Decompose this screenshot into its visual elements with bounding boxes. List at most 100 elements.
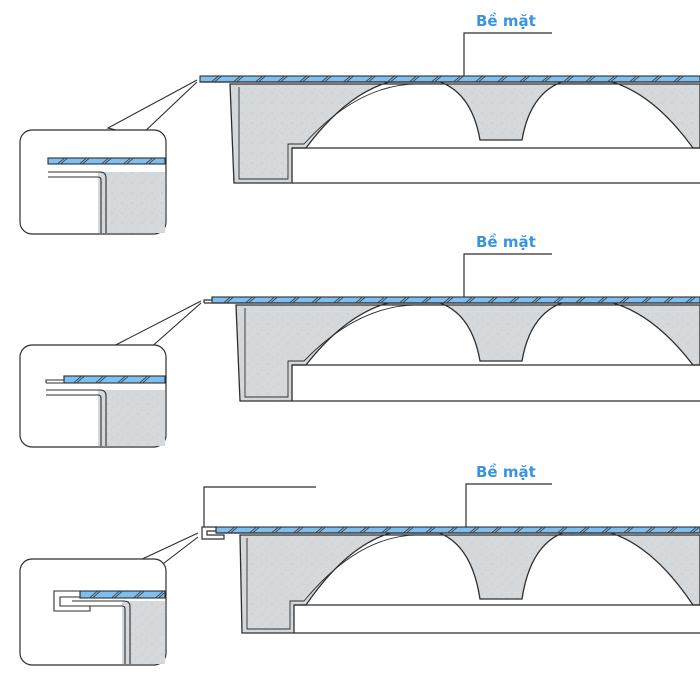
hatch-mark <box>270 297 278 303</box>
hatch-mark <box>578 297 586 303</box>
hatch-mark <box>337 527 345 533</box>
hatch-mark <box>685 297 693 303</box>
hatch-mark <box>541 76 549 82</box>
hatch-mark <box>117 376 126 383</box>
hatch-mark <box>490 297 498 303</box>
hatch-mark <box>676 76 684 82</box>
hatch-mark <box>673 76 681 82</box>
hatch-mark <box>79 158 87 164</box>
hatch-mark <box>500 76 508 82</box>
panel-body <box>229 77 700 184</box>
surface-hatching <box>227 527 700 533</box>
hatch-mark <box>670 527 678 533</box>
hatch-mark <box>139 376 148 383</box>
hatch-mark <box>560 527 568 533</box>
hatch-mark <box>274 527 282 533</box>
hatch-mark <box>434 76 442 82</box>
hatch-mark <box>324 76 332 82</box>
hatch-mark <box>277 76 285 82</box>
hatch-mark <box>333 297 341 303</box>
hatch-mark <box>380 297 388 303</box>
surface-leader-line <box>465 483 552 527</box>
hatch-mark <box>73 376 82 383</box>
hatch-mark <box>519 76 527 82</box>
hatch-mark <box>447 527 455 533</box>
hatch-mark <box>343 76 351 82</box>
hatch-mark <box>563 76 571 82</box>
hatch-mark <box>123 158 131 164</box>
hatch-mark <box>406 527 414 533</box>
hatch-mark <box>538 527 546 533</box>
panel-body <box>239 528 700 634</box>
hatch-mark <box>651 76 659 82</box>
hatch-mark <box>89 591 98 598</box>
hatch-mark <box>424 297 432 303</box>
hatch-mark <box>412 76 420 82</box>
hatch-mark <box>92 591 101 598</box>
hatch-mark <box>475 76 483 82</box>
hatch-mark <box>111 591 120 598</box>
hatch-mark <box>314 297 322 303</box>
hatch-mark <box>227 527 235 533</box>
panel-inner-outline <box>244 304 423 398</box>
hatch-mark <box>280 76 288 82</box>
hatch-mark <box>446 297 454 303</box>
edge-hem <box>201 526 225 540</box>
hatch-mark <box>252 527 260 533</box>
surface-label: Bề mặt <box>476 232 536 251</box>
hatch-mark <box>421 297 429 303</box>
hatch-mark <box>557 527 565 533</box>
hatch-mark <box>522 76 530 82</box>
hatch-mark <box>494 527 502 533</box>
detail-zoom <box>45 375 166 446</box>
panel-inner-outline <box>246 534 423 630</box>
hatch-mark <box>368 76 376 82</box>
surface-layer <box>211 296 700 304</box>
hatch-mark <box>214 76 222 82</box>
hatch-mark <box>692 527 700 533</box>
hatch-mark <box>271 527 279 533</box>
hatch-mark <box>336 297 344 303</box>
surface-leader-line <box>463 253 552 297</box>
hatch-mark <box>95 376 104 383</box>
surface-leader-line <box>463 32 552 76</box>
hatch-mark <box>622 297 630 303</box>
hatch-mark <box>468 297 476 303</box>
hatch-mark <box>632 76 640 82</box>
hatch-mark <box>98 376 107 383</box>
hatch-mark <box>142 376 151 383</box>
hatch-mark <box>302 76 310 82</box>
panel-inner-outline <box>238 83 423 180</box>
hatch-mark <box>509 297 517 303</box>
hatch-mark <box>133 591 142 598</box>
diagram-flat-edge: Bề mặt <box>19 11 700 235</box>
hatch-mark <box>362 527 370 533</box>
hatch-mark <box>453 76 461 82</box>
hatch-mark <box>148 158 156 164</box>
hatch-mark <box>512 297 520 303</box>
hatch-mark <box>601 527 609 533</box>
hatch-mark <box>120 376 129 383</box>
hatch-mark <box>377 297 385 303</box>
hatch-mark <box>654 76 662 82</box>
hatch-mark <box>292 297 300 303</box>
hatch-mark <box>384 527 392 533</box>
hatch-mark <box>101 158 109 164</box>
callout-pointer <box>106 79 198 137</box>
hatch-mark <box>600 297 608 303</box>
hatch-mark <box>245 297 253 303</box>
detail-zoom <box>53 590 167 664</box>
hatch-mark <box>258 76 266 82</box>
hatch-mark <box>126 158 134 164</box>
hatch-mark <box>566 76 574 82</box>
hatch-mark <box>689 527 697 533</box>
hatch-mark <box>556 297 564 303</box>
hatch-mark <box>158 591 167 598</box>
hatch-mark <box>431 76 439 82</box>
hatch-mark <box>114 591 123 598</box>
hatch-mark <box>60 158 68 164</box>
hatch-mark <box>610 76 618 82</box>
hatch-mark <box>531 297 539 303</box>
hatch-mark <box>645 527 653 533</box>
